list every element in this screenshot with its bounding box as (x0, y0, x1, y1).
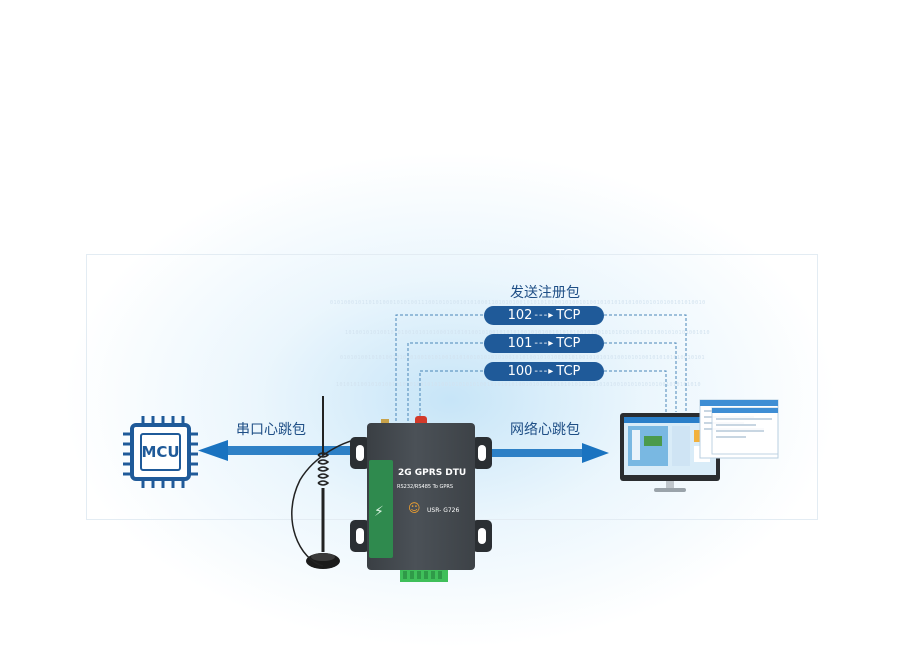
binary-pattern: 1010010101001010100101010100010101010010… (345, 330, 711, 336)
packet-pill-101: 101 ---▸ TCP (484, 334, 604, 353)
packet-arrow: ---▸ (534, 366, 555, 377)
dtu-status-panel (369, 460, 393, 558)
person-icon: ☺ (408, 501, 421, 515)
packet-pill-100: 100 ---▸ TCP (484, 362, 604, 381)
mcu-pins (123, 416, 198, 488)
dtu-ears (350, 437, 492, 552)
packet-protocol: TCP (556, 336, 581, 351)
packet-id: 100 (507, 364, 533, 379)
packet-pill-102: 102 ---▸ TCP (484, 306, 604, 325)
dtu-terminal-block (400, 566, 448, 582)
binary-pattern: 1010101001010100101010100101010010101010… (336, 382, 702, 388)
lightning-icon: ⚡ (374, 504, 384, 520)
binary-pattern: 0101010010101001010101001010100101010010… (340, 355, 706, 361)
binary-pattern: 0101000101101010001010100111001010100101… (330, 300, 706, 306)
register-packet-title: 发送注册包 (510, 285, 580, 301)
packet-id: 102 (507, 308, 533, 323)
packet-id: 101 (507, 336, 533, 351)
packet-protocol: TCP (556, 308, 581, 323)
antenna (291, 396, 366, 569)
dtu-name: 2G GPRS DTU (398, 468, 467, 478)
packet-protocol: TCP (556, 364, 581, 379)
software-windows (699, 399, 779, 459)
dtu-model: USR- G726 (427, 507, 460, 514)
packet-arrow: ---▸ (534, 310, 555, 321)
serial-arrow (198, 440, 360, 461)
mcu-label: MCU (140, 433, 181, 471)
packet-arrow: ---▸ (534, 338, 555, 349)
serial-heartbeat-label: 串口心跳包 (236, 422, 306, 438)
network-heartbeat-label: 网络心跳包 (510, 422, 580, 438)
network-arrow (490, 443, 609, 463)
mcu-chip: MCU (130, 423, 191, 481)
dtu-subtitle: RS232/RS485 To GPRS (397, 484, 454, 490)
